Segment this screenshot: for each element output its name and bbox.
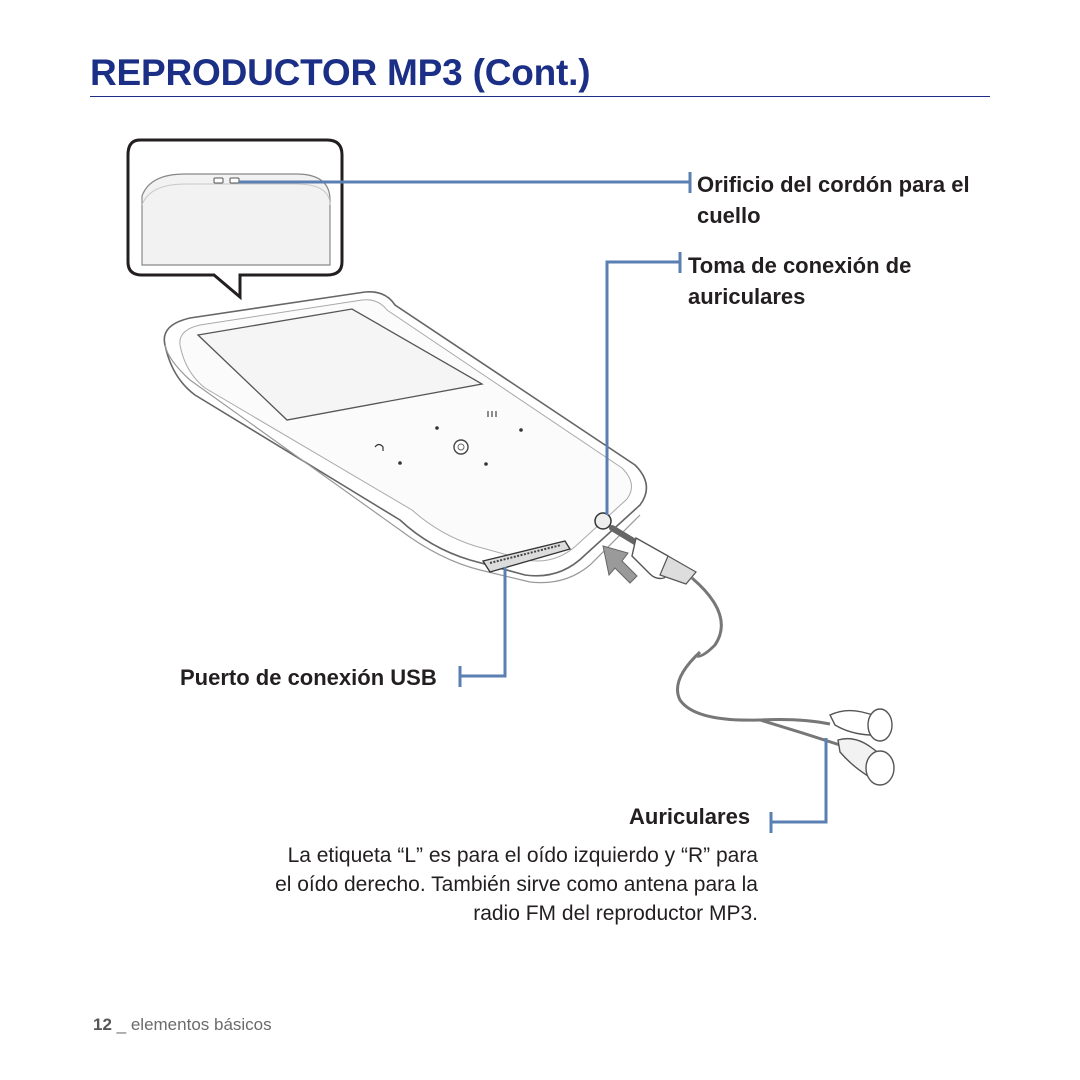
zoom-bubble-icon [126, 138, 344, 301]
footer-section: _ elementos básicos [116, 1015, 272, 1034]
earphones-description-line3: radio FM del reproductor MP3. [473, 902, 758, 925]
title-underline [90, 96, 990, 97]
mp3-player-illustration [163, 290, 648, 584]
lanyard-hole-label-line1: Orificio del cordón para el [697, 172, 970, 197]
earphones-description-line1: La etiqueta “L” es para el oído izquierd… [287, 844, 758, 867]
leader-earphones [771, 738, 828, 824]
earphones-description-line2: el oído derecho. También sirve como ante… [275, 873, 758, 896]
earphone-jack-label-line2: auriculares [688, 284, 806, 309]
earphones-description: La etiqueta “L” es para el oído izquierd… [220, 841, 758, 928]
earphones-illustration [609, 525, 895, 786]
earphones-label: Auriculares [629, 804, 751, 829]
lanyard-hole-label: Orificio del cordón para el cuello [697, 169, 970, 231]
page-title: REPRODUCTOR MP3 (Cont.) [90, 52, 591, 93]
page-number: 12 [93, 1015, 112, 1034]
earphone-jack-label-line1: Toma de conexión de [688, 253, 912, 278]
leader-earphone-jack [605, 260, 680, 515]
leader-usb-port [460, 567, 507, 678]
callout-leader-lines [239, 172, 828, 833]
lanyard-hole-label-line2: cuello [697, 203, 761, 228]
usb-port-label: Puerto de conexión USB [180, 665, 437, 690]
earphone-jack-label: Toma de conexión de auriculares [688, 250, 911, 312]
insert-arrow-icon [602, 545, 638, 584]
page-footer: 12 _ elementos básicos [93, 1015, 272, 1035]
